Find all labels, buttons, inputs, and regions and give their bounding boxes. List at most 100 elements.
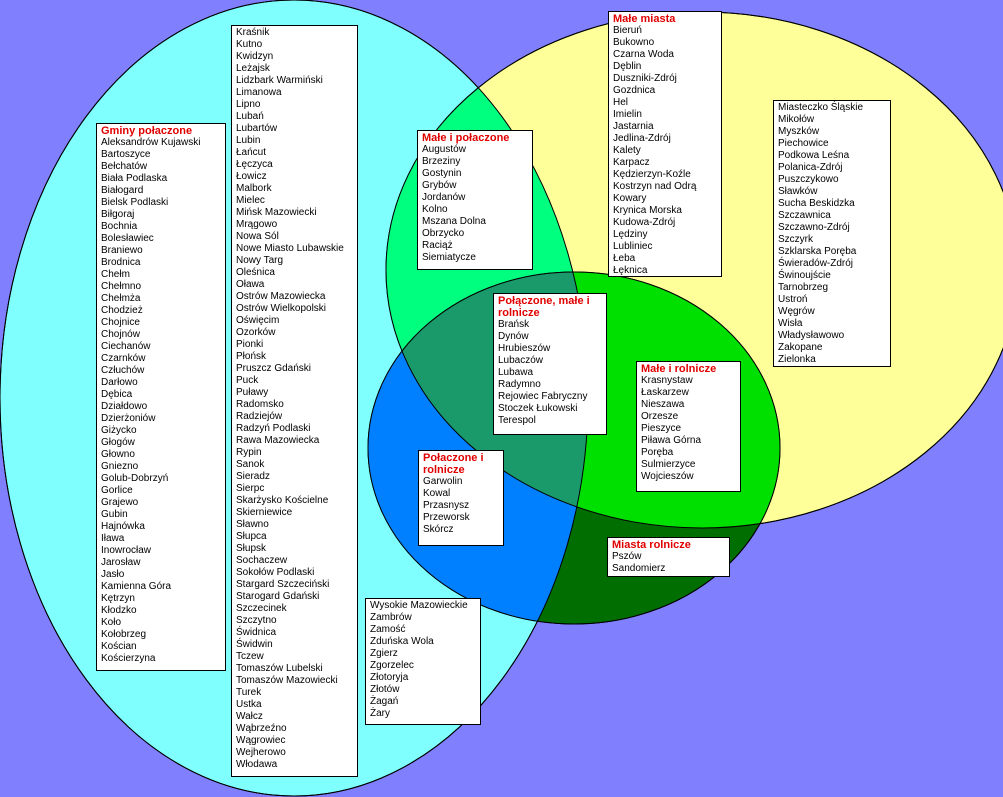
list-item: Kalety [613, 145, 641, 156]
list-item: Chojnów [101, 329, 140, 340]
list-item: Zgierz [370, 648, 398, 659]
list-item: Bartoszyce [101, 149, 151, 160]
list-item: Zakopane [778, 342, 823, 353]
list-item: Kutno [236, 39, 263, 50]
list-item: Imielin [613, 109, 642, 120]
list-item: Siemiatycze [422, 252, 476, 263]
list-item: Ciechanów [101, 341, 151, 352]
list-item: Zduńska Wola [370, 636, 434, 647]
list-item: Wysokie Mazowieckie [370, 600, 468, 611]
list-item: Hajnówka [101, 521, 145, 532]
list-item: Żagań [370, 696, 399, 707]
list-item: Radzyń Podlaski [236, 423, 311, 434]
list-item: Szczawnica [778, 210, 831, 221]
list-item: Przasnysz [423, 500, 470, 511]
list-item: Golub-Dobrzyń [101, 473, 169, 484]
list-item: Kolno [422, 204, 448, 215]
list-item: Stoczek Łukowski [498, 403, 578, 414]
list-item: Mikołów [778, 114, 815, 125]
list-item: Bieruń [613, 25, 642, 36]
list-item: Kwidzyn [236, 51, 274, 62]
list-item: Sławków [778, 186, 818, 197]
list-item: Ustka [236, 699, 262, 710]
title-wszystkie: Połączone, małe i rolnicze [498, 295, 590, 319]
list-item: Kętrzyn [101, 593, 135, 604]
list-item: Sokołów Podlaski [236, 567, 315, 578]
list-item: Łęknica [613, 265, 648, 276]
list-item: Szczecinek [236, 603, 287, 614]
list-item: Nowe Miasto Lubawskie [236, 243, 344, 254]
list-item: Jordanów [422, 192, 466, 203]
list-item: Łęczyca [236, 159, 273, 170]
list-item: Kudowa-Zdrój [613, 217, 676, 228]
list-item: Świnoujście [778, 270, 831, 281]
list-item: Zambrów [370, 612, 412, 623]
list-item: Oleśnica [236, 267, 275, 278]
list-item: Gniezno [101, 461, 139, 472]
list-item: Pionki [236, 339, 264, 350]
list-item: Kościerzyna [101, 653, 156, 664]
list-item: Lubartów [236, 123, 278, 134]
list-item: Brzeziny [422, 156, 461, 167]
list-item: Radymno [498, 379, 541, 390]
list-item: Łańcut [236, 147, 267, 158]
list-item: Włodawa [236, 759, 278, 770]
list-item: Terespol [498, 415, 536, 426]
list-item: Gostynin [422, 168, 462, 179]
list-item: Słupsk [236, 543, 267, 554]
title-male-i-rolnicze: Małe i rolnicze [641, 363, 717, 375]
list-item: Skierniewice [236, 507, 293, 518]
list-item: Aleksandrów Kujawski [101, 137, 201, 148]
list-item: Radomsko [236, 399, 284, 410]
list-item: Bełchatów [101, 161, 148, 172]
list-item: Chełmno [101, 281, 142, 292]
list-item: Polanica-Zdrój [778, 162, 843, 173]
list-item: Ozorków [236, 327, 276, 338]
list-item: Sierpc [236, 483, 265, 494]
list-item: Sandomierz [612, 563, 666, 574]
list-item: Szczytno [236, 615, 277, 626]
list-item: Podkowa Leśna [778, 150, 850, 161]
list-item: Wejherowo [236, 747, 286, 758]
list-item: Mielec [236, 195, 265, 206]
list-item: Sulmierzyce [641, 459, 696, 470]
list-item: Grybów [422, 180, 457, 191]
list-item: Krynica Morska [613, 205, 682, 216]
list-item: Myszków [778, 126, 820, 137]
list-item: Gubin [101, 509, 128, 520]
list-item: Lubawa [498, 367, 534, 378]
list-item: Pieszyce [641, 423, 682, 434]
list-item: Grajewo [101, 497, 139, 508]
list-item: Garwolin [423, 476, 463, 487]
list-item: Kłodzko [101, 605, 137, 616]
list-item: Pruszcz Gdański [236, 363, 312, 374]
list-item: Nieszawa [641, 399, 685, 410]
list-item: Orzesze [641, 411, 679, 422]
list-item: Złotoryja [370, 672, 409, 683]
list-item: Starogard Gdański [236, 591, 320, 602]
list-item: Radziejów [236, 411, 283, 422]
list-item: Żary [370, 708, 390, 719]
list-item: Świdwin [236, 639, 273, 650]
list-item: Lubliniec [613, 241, 653, 252]
list-item: Rawa Mazowiecka [236, 435, 320, 446]
list-item: Działdowo [101, 401, 148, 412]
list-item: Nowa Sól [236, 231, 279, 242]
list-item: Gorlice [101, 485, 133, 496]
list-item: Malbork [236, 183, 272, 194]
title-male-miasta: Małe miasta [613, 13, 676, 25]
list-item: Płońsk [236, 351, 267, 362]
list-item: Piława Górna [641, 435, 702, 446]
list-item: Biłgoraj [101, 209, 135, 220]
list-item: Skórcz [423, 524, 454, 535]
list-item: Jastarnia [613, 121, 654, 132]
list-item: Zamość [370, 624, 406, 635]
list-item: Poręba [641, 447, 674, 458]
list-item: Kamienna Góra [101, 581, 172, 592]
list-item: Jarosław [101, 557, 141, 568]
list-item: Bukowno [613, 37, 655, 48]
